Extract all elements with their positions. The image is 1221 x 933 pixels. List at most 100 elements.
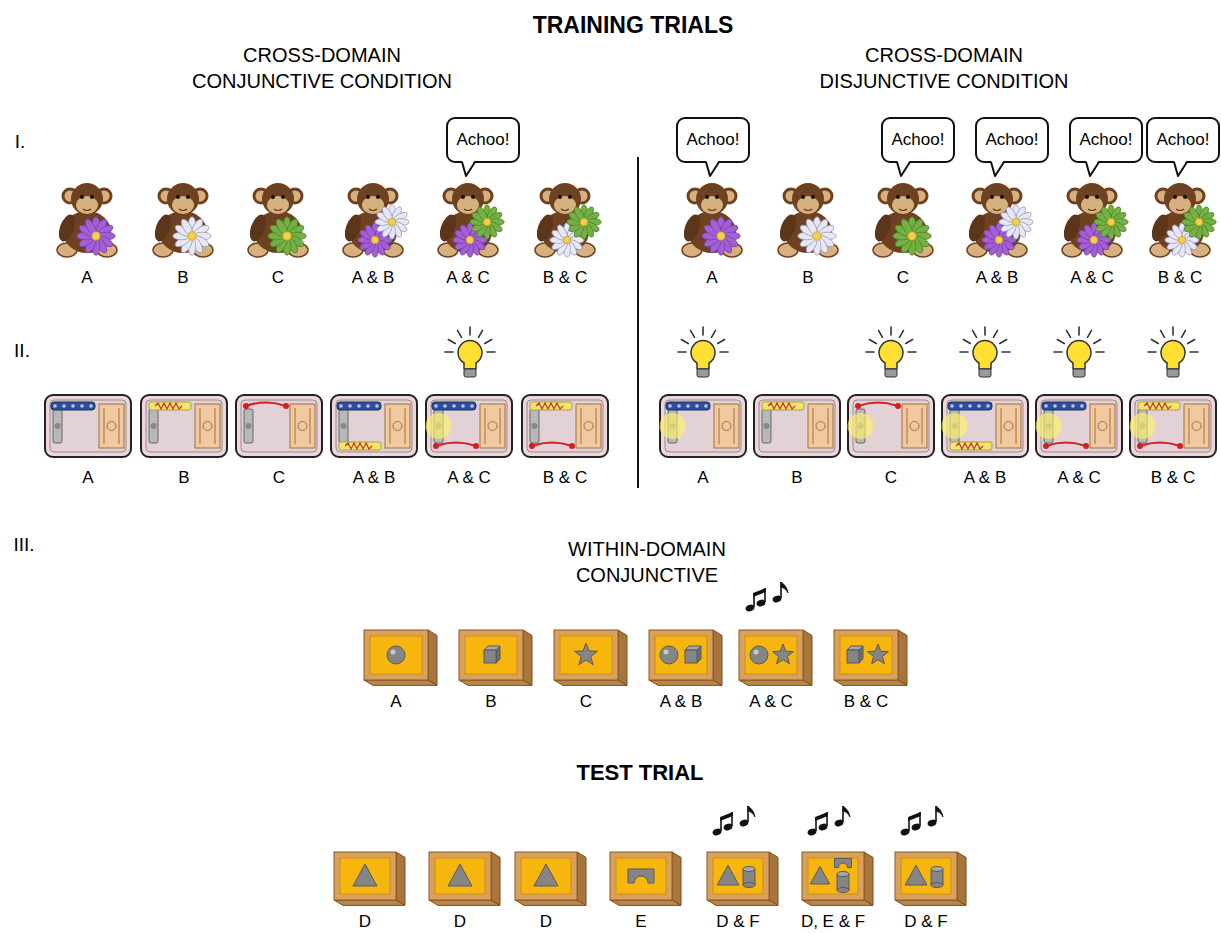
blicket-box bbox=[334, 852, 405, 905]
speech-bubble: Achoo! bbox=[881, 117, 955, 163]
blicket-box bbox=[931, 867, 943, 872]
label-holder: C bbox=[885, 467, 897, 489]
monkey-toy bbox=[90, 195, 94, 199]
speech-bubble: Achoo! bbox=[1146, 117, 1220, 163]
light-bulb bbox=[1054, 327, 1104, 377]
circuit-board bbox=[341, 423, 347, 429]
circuit-board bbox=[1192, 422, 1201, 431]
label-holder: A & C bbox=[1057, 467, 1100, 489]
circuit-board bbox=[1062, 404, 1066, 408]
circuit-board bbox=[405, 408, 406, 444]
blicket-box bbox=[429, 852, 491, 900]
circuit-board bbox=[584, 422, 593, 431]
circuit-board bbox=[461, 404, 465, 408]
blicket-box bbox=[810, 866, 829, 884]
circuit-board bbox=[141, 395, 227, 457]
circuit-board bbox=[236, 395, 322, 457]
blicket-box bbox=[628, 869, 654, 883]
circuit-board bbox=[956, 443, 983, 449]
music-notes bbox=[908, 812, 921, 821]
monkey-toy bbox=[1088, 209, 1096, 211]
circuit-board bbox=[1046, 443, 1086, 447]
blicket-box bbox=[521, 858, 571, 894]
blicket-box bbox=[664, 650, 669, 655]
monkey-toy bbox=[872, 212, 895, 243]
blicket-box bbox=[802, 900, 873, 905]
circuit-board bbox=[532, 443, 572, 447]
monkey-toy bbox=[1095, 195, 1099, 199]
label-holder: D bbox=[540, 911, 552, 933]
blicket-box bbox=[713, 858, 763, 894]
monkey-toy bbox=[83, 209, 91, 211]
monkey-toy bbox=[369, 209, 377, 211]
light-bulb bbox=[869, 340, 876, 344]
speech-bubble: Achoo! bbox=[446, 117, 520, 163]
flower bbox=[1182, 205, 1216, 239]
bubble-tail bbox=[704, 160, 726, 180]
monkey-toy bbox=[281, 195, 285, 199]
light-bulb bbox=[479, 330, 483, 337]
label-holder: B bbox=[802, 267, 813, 289]
blicket-box bbox=[459, 630, 523, 680]
monkey-toy bbox=[1085, 195, 1089, 199]
music-notes bbox=[745, 582, 788, 613]
blicket-box bbox=[428, 630, 437, 685]
circuit-board bbox=[660, 395, 747, 457]
monkey-toy bbox=[274, 209, 282, 211]
bubble-tail bbox=[897, 160, 910, 175]
blicket-box bbox=[773, 644, 794, 664]
light-glow bbox=[848, 413, 874, 439]
label-holder: A bbox=[81, 267, 92, 289]
flower bbox=[580, 218, 587, 225]
circuit-board bbox=[1053, 404, 1057, 408]
flower bbox=[466, 236, 473, 243]
label-holder: B bbox=[485, 691, 496, 713]
circuit-board bbox=[345, 443, 372, 449]
monkey-toy bbox=[990, 195, 994, 199]
light-bulb bbox=[1078, 327, 1080, 335]
light-bulb bbox=[678, 327, 728, 377]
light-bulb bbox=[485, 340, 492, 344]
blicket-box bbox=[808, 858, 858, 894]
monkey-toy bbox=[568, 195, 572, 199]
light-bulb bbox=[458, 341, 482, 369]
light-bulb bbox=[691, 330, 695, 337]
circuit-board bbox=[375, 404, 379, 408]
text-label: CROSS-DOMAIN DISJUNCTIVE CONDITION bbox=[820, 44, 1069, 92]
circuit-board bbox=[576, 404, 601, 448]
blicket-box bbox=[713, 630, 722, 685]
blicket-box bbox=[931, 869, 932, 885]
blicket-box bbox=[750, 646, 768, 664]
light-bulb bbox=[879, 341, 903, 369]
circuit-board bbox=[1095, 408, 1096, 444]
monkey-toy bbox=[267, 196, 289, 214]
circuit-board bbox=[62, 404, 66, 408]
circuit-board bbox=[907, 408, 908, 444]
label-holder: A & B bbox=[660, 691, 703, 713]
blicket-box bbox=[577, 852, 586, 905]
label-holder: A & B bbox=[352, 267, 395, 289]
blicket-box bbox=[755, 869, 756, 885]
monkey-toy bbox=[681, 183, 742, 257]
blicket-box bbox=[834, 630, 907, 685]
monkey-toy bbox=[777, 183, 838, 257]
monkey-toy bbox=[262, 183, 294, 215]
monkey-toy bbox=[362, 196, 384, 214]
circuit-board bbox=[522, 395, 608, 457]
circuit-board bbox=[762, 409, 771, 443]
blicket-box bbox=[895, 900, 966, 905]
music-notes bbox=[720, 812, 733, 821]
blicket-box bbox=[465, 636, 517, 674]
light-bulb bbox=[1151, 340, 1158, 344]
circuit-board bbox=[527, 400, 603, 452]
blicket-box bbox=[739, 630, 803, 680]
circuit-board bbox=[241, 400, 317, 452]
circuit-board bbox=[686, 404, 690, 408]
bubble-tail bbox=[897, 162, 910, 176]
circuit-board bbox=[45, 395, 131, 457]
monkey-toy bbox=[797, 196, 819, 214]
light-bulb bbox=[1161, 341, 1185, 369]
flower bbox=[188, 232, 196, 240]
music-notes bbox=[900, 806, 943, 837]
bubble-tail bbox=[895, 160, 917, 180]
